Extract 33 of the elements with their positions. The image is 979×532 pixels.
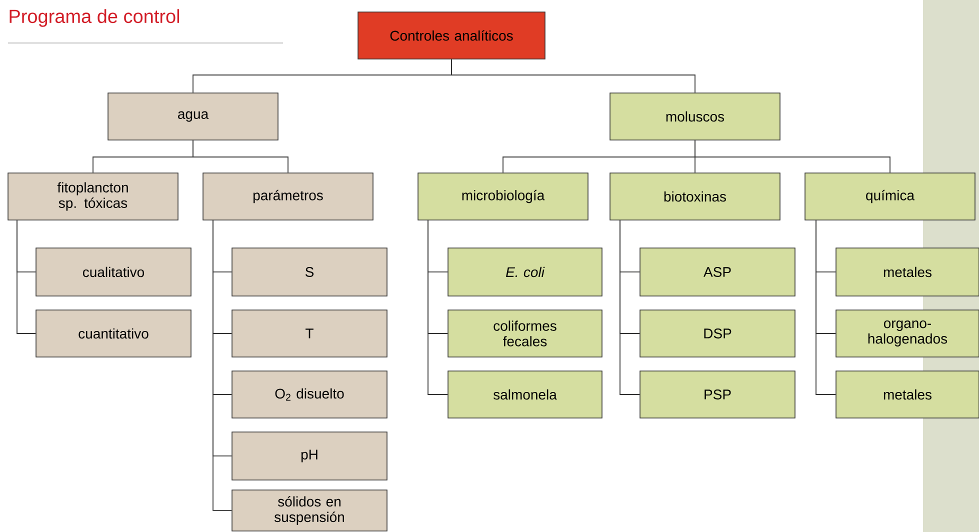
category-box: metales (836, 370, 979, 418)
title: Programa de control (10, 9, 180, 27)
category-box: microbiología (418, 172, 588, 220)
category-box: coliformes fecales (448, 310, 602, 358)
category-box: cualitativo (36, 248, 192, 296)
connector-line (212, 220, 232, 511)
root-box: Controles analíticos (358, 12, 546, 60)
connector-line (620, 220, 640, 395)
connector-line (694, 140, 890, 174)
category-box: E. coli (448, 248, 602, 296)
category-box: química (804, 172, 976, 220)
category-box: pH (232, 432, 388, 480)
connector-line (192, 140, 288, 174)
connector-line (16, 220, 36, 334)
category-box: organo-halogenados (836, 310, 979, 358)
connector-line (816, 220, 836, 395)
category-box: biotoxinas (610, 172, 780, 220)
category-box: O$_{2}$ disuelto (232, 370, 388, 418)
category-box: parámetros (202, 172, 374, 220)
category-box: fitoplancton sp. tóxicas (8, 172, 178, 220)
category-box: metales (836, 248, 979, 296)
category-box: agua (108, 92, 278, 140)
category-box: S (232, 248, 388, 296)
category-box: cuantitativo (36, 310, 192, 358)
connector-line (451, 58, 696, 94)
category-box: salmonela (448, 370, 602, 418)
category-box: moluscos (610, 92, 780, 140)
category-box: DSP (640, 310, 796, 358)
category-box: PSP (640, 370, 796, 418)
category-box: ASP (640, 248, 796, 296)
connector-line (428, 220, 448, 395)
category-box: sólidos en suspensión (232, 490, 388, 532)
category-box: T (232, 310, 388, 358)
